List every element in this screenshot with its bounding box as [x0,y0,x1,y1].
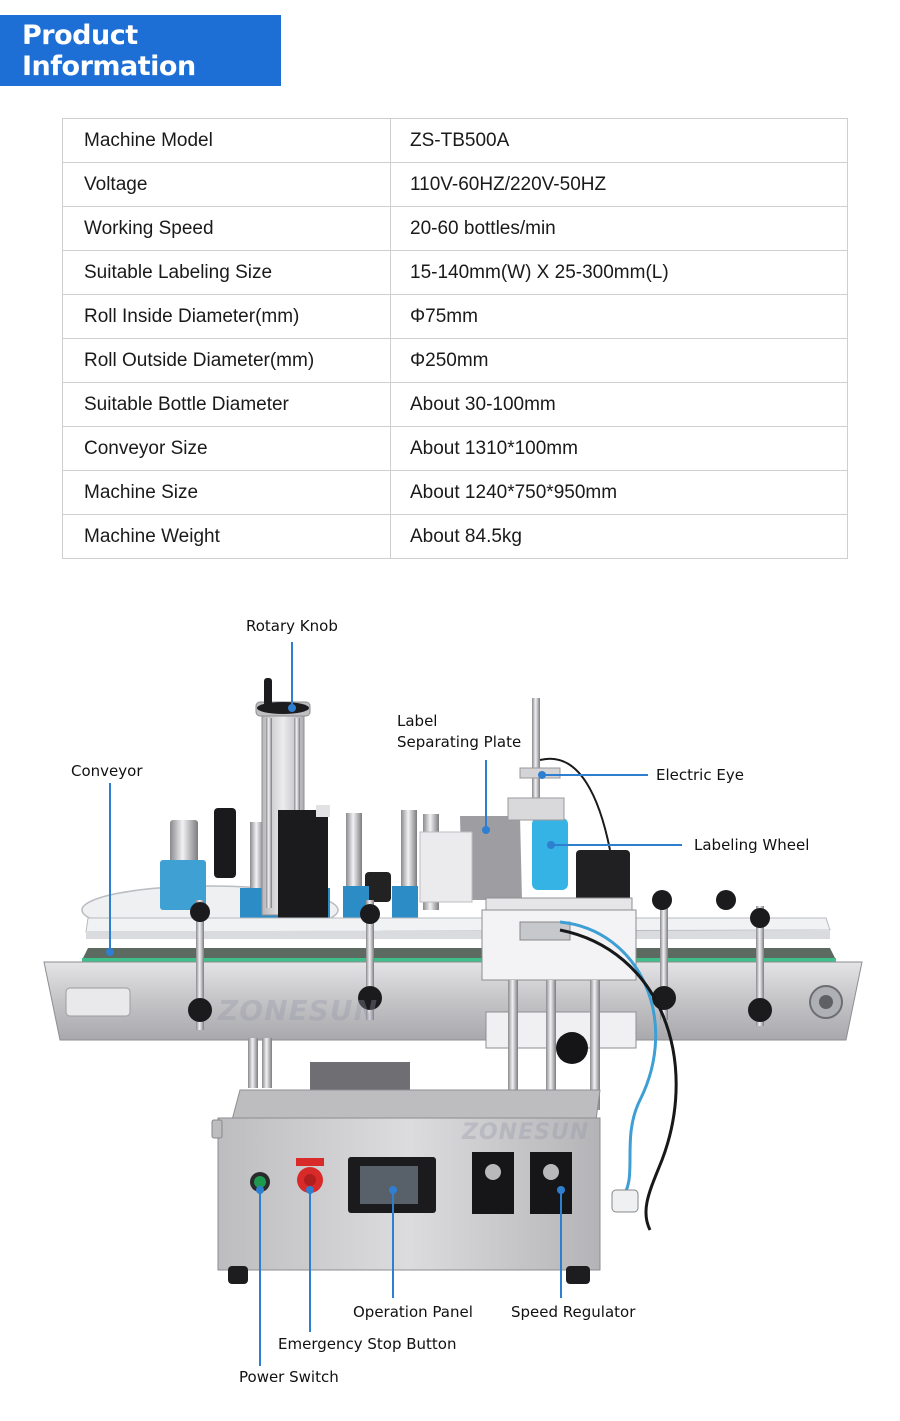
callout-lines [109,642,682,1366]
conveyor-chain [82,948,836,962]
spec-value: 15-140mm(W) X 25-300mm(L) [390,250,848,295]
spec-label: Machine Model [62,118,391,163]
callout-label-plate-line1: Label [397,712,438,730]
power-plug [611,1189,639,1213]
spec-value: About 1310*100mm [390,426,848,471]
spec-label: Roll Outside Diameter(mm) [62,338,391,383]
watermark-lower: ZONESUN [462,1120,590,1145]
spec-label: Working Speed [62,206,391,251]
callout-operation-panel: Operation Panel [353,1303,473,1321]
spec-label: Roll Inside Diameter(mm) [62,294,391,339]
labeling-head [507,698,630,910]
spec-label: Suitable Labeling Size [62,250,391,295]
spec-value: Φ75mm [390,294,848,339]
callout-electric-eye: Electric Eye [656,766,744,784]
spec-label: Voltage [62,162,391,207]
callout-label-plate-line2: Separating Plate [397,733,522,751]
center-carriage [481,897,678,1231]
callout-dots [106,704,565,1194]
section-title: Product Information [22,19,196,82]
spec-label: Machine Size [62,470,391,515]
callout-conveyor: Conveyor [71,762,143,780]
callout-power-switch: Power Switch [239,1368,339,1386]
spec-value: Φ250mm [390,338,848,383]
spec-value: About 1240*750*950mm [390,470,848,515]
machine-figure: ZONESUN ZONESUN Rotary Knob Label Separa… [0,600,900,1421]
rotary-knob-assembly [255,678,330,920]
callout-rotary-knob: Rotary Knob [246,617,338,635]
guide-brackets [188,890,772,1030]
section-title-banner: Product Information [0,15,281,86]
spec-value: About 30-100mm [390,382,848,427]
watermark-upper: ZONESUN [218,994,379,1027]
spec-label: Machine Weight [62,514,391,559]
spec-value: 20-60 bottles/min [390,206,848,251]
spec-label: Conveyor Size [62,426,391,471]
label-separating-plate [419,816,522,903]
conveyor-body [43,961,863,1041]
callout-emergency-stop: Emergency Stop Button [278,1335,457,1353]
control-panel [250,1152,572,1214]
spec-label: Suitable Bottle Diameter [62,382,391,427]
spec-value: ZS-TB500A [390,118,848,163]
spec-row: Roll Inside Diameter(mm)Φ75mm [62,294,848,339]
callout-speed-regulator: Speed Regulator [511,1303,636,1321]
callout-labeling-wheel: Labeling Wheel [694,836,810,854]
machine-illustration [43,642,863,1366]
spec-value: 110V-60HZ/220V-50HZ [390,162,848,207]
spec-row: Roll Outside Diameter(mm)Φ250mm [62,338,848,383]
spec-value: About 84.5kg [390,514,848,559]
